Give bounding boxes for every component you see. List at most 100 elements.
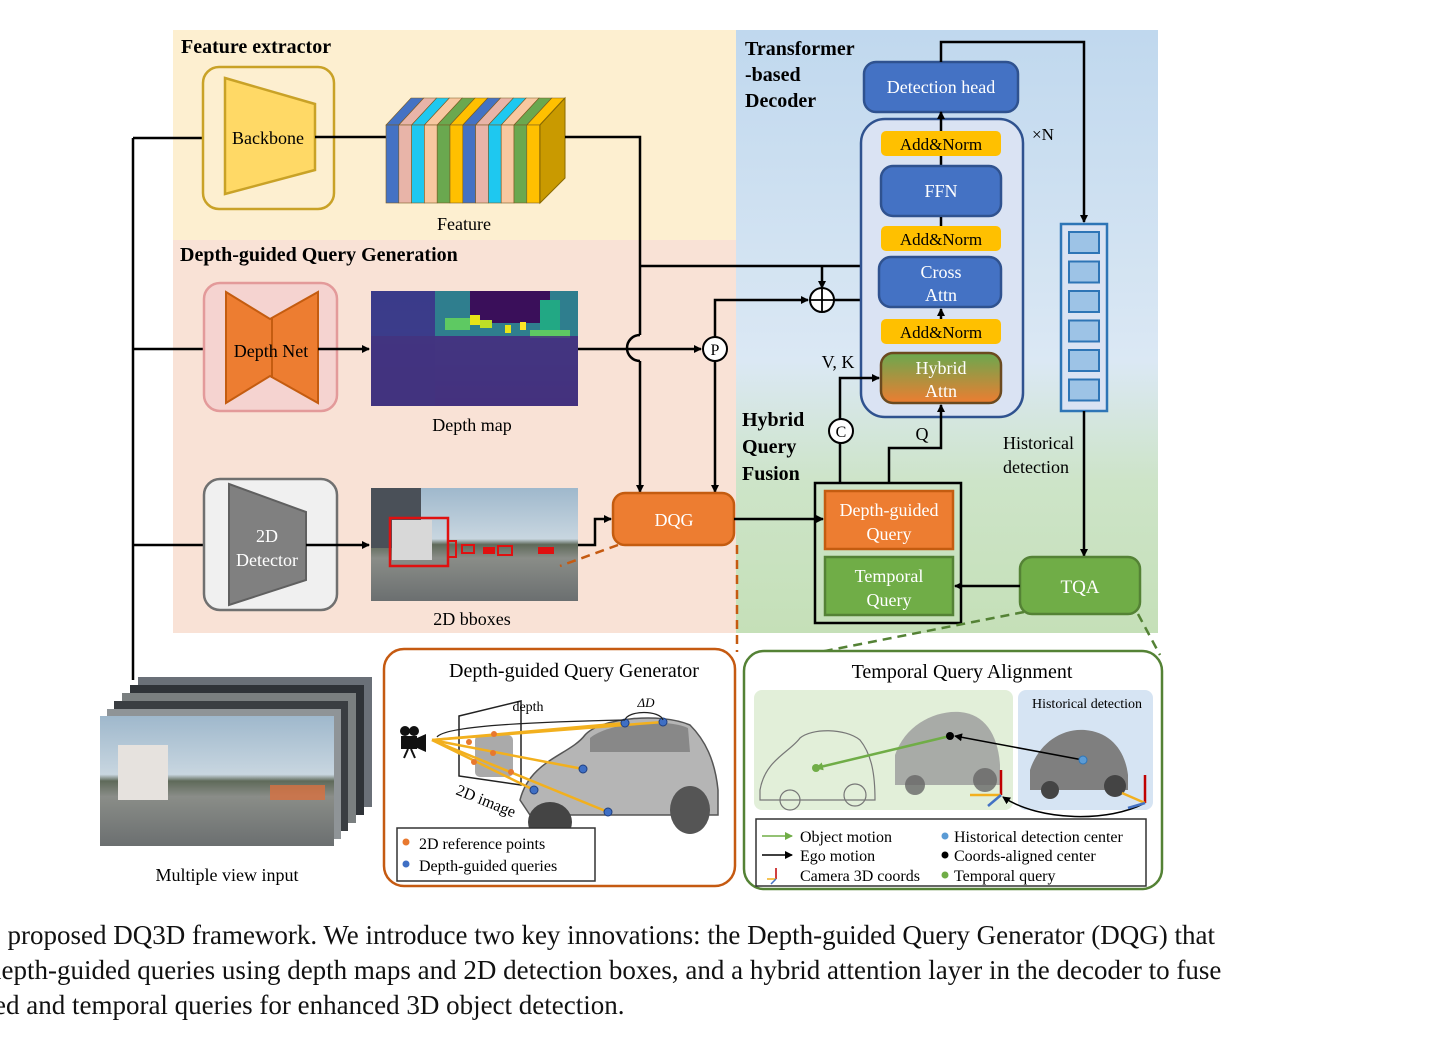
section-title-fusion-1: Hybrid	[742, 409, 804, 431]
p-to-plus-arrow	[713, 296, 809, 337]
multi-view-input-stack	[100, 677, 372, 846]
dqg-label: DQG	[655, 510, 694, 530]
depth-text: depth	[512, 700, 543, 715]
memory-queue-cell	[1068, 319, 1100, 343]
feature-stripe	[385, 124, 400, 204]
tqa-label: TQA	[1060, 577, 1099, 598]
dqg-legend-item-1: 2D reference points	[419, 836, 545, 853]
section-title-decoder-2: -based	[745, 64, 801, 86]
backbone-shape	[223, 76, 317, 196]
camera-axes-current	[970, 770, 1003, 807]
ego-motion-arrow	[1002, 796, 1146, 818]
temporal-query-block	[823, 555, 955, 617]
section-title-decoder-3: Decoder	[745, 90, 816, 112]
depth-net-label: Depth Net	[234, 341, 308, 361]
vk-label: V, K	[822, 352, 855, 372]
feature-stripe	[513, 124, 528, 204]
caption-line-3: ed and temporal queries for enhanced 3D …	[0, 990, 625, 1020]
feature-stripe	[398, 124, 412, 204]
depth-guided-query-points	[529, 717, 668, 817]
historical-detection-label-2: detection	[1003, 457, 1069, 477]
memory-queue-cell	[1068, 260, 1100, 284]
section-title-feature-extractor: Feature extractor	[181, 36, 331, 58]
projection-label: P	[711, 342, 720, 359]
dqg-legend	[396, 827, 596, 882]
cross-attn-label-1: Cross	[920, 262, 961, 282]
feature-stripe	[449, 124, 464, 204]
feature-stripe	[488, 124, 502, 204]
tqa-legend-left-2: Ego motion	[800, 848, 875, 865]
tqa-callout-left	[819, 610, 1025, 654]
feature-stripe	[475, 124, 489, 204]
object-motion-arrow	[815, 734, 951, 771]
bboxes-detail	[371, 488, 554, 568]
car-sketch	[759, 730, 876, 811]
bboxes-to-dqg-arrow	[578, 515, 612, 547]
query-to-hybrid-attn-arrow	[887, 404, 945, 483]
caption-line-1: . proposed DQ3D framework. We introduce …	[0, 920, 1215, 950]
axes-legend-icon	[767, 868, 777, 885]
figure-caption: . proposed DQ3D framework. We introduce …	[0, 918, 1449, 1023]
temporal-query-label-1: Temporal	[855, 566, 924, 586]
tqa-legend	[755, 818, 1147, 887]
feature-stripe	[462, 124, 476, 204]
depth-map-detail	[371, 291, 578, 406]
historical-box-label: Historical detection	[1032, 697, 1142, 712]
depth-guided-query-label-1: Depth-guided	[840, 500, 939, 520]
cross-attn-block	[877, 255, 1003, 309]
concat-label: C	[836, 424, 847, 441]
coords-aligned-center-point	[946, 732, 954, 740]
delta-text: ΔD	[636, 695, 655, 710]
aligned-center-legend-icon	[941, 851, 949, 859]
reference-points	[466, 731, 514, 775]
memory-queue-cell	[1068, 231, 1100, 254]
car-aligned	[895, 711, 1000, 795]
tqa-callout-right	[1136, 613, 1162, 656]
memory-queue-cell	[1068, 378, 1100, 402]
temporal-query-label-2: Query	[867, 590, 912, 610]
memory-queue-cells	[1068, 231, 1100, 402]
dqg-legend-item-2: Depth-guided queries	[419, 858, 557, 875]
tqa-legend-left-3: Camera 3D coords	[800, 868, 920, 885]
detection-head-label: Detection head	[887, 77, 995, 97]
feature-label: Feature	[437, 214, 491, 234]
memory-queue-cell	[1068, 290, 1100, 313]
tqa-legend-left-1: Object motion	[800, 829, 892, 846]
section-title-decoder-1: Transformer	[745, 38, 855, 60]
dqg-callout-left	[559, 543, 619, 568]
hybrid-attn-label-2: Attn	[925, 381, 957, 401]
add-norm-2	[881, 226, 1001, 251]
projection-rays	[431, 720, 664, 814]
feature-route-line	[565, 135, 642, 335]
ffn-label: FFN	[924, 181, 957, 201]
hybrid-attn-label-1: Hybrid	[916, 358, 967, 378]
tqa-legend-right-2: Coords-aligned center	[954, 848, 1096, 865]
section-title-fusion-2: Query	[742, 436, 796, 458]
add-norm-3	[881, 319, 1001, 344]
tqa-legend-right-3: Temporal query	[954, 868, 1056, 885]
head-to-memory-arrow	[939, 40, 1088, 223]
tqa-detail-title: Temporal Query Alignment	[852, 661, 1073, 683]
feature-stripe	[411, 124, 425, 204]
delta-brace	[624, 711, 664, 721]
add-norm-1	[881, 131, 1001, 156]
detector-shape	[228, 482, 307, 607]
historical-detection-label-1: Historical	[1003, 433, 1074, 453]
section-title-fusion-3: Fusion	[742, 463, 800, 485]
camera-icon	[400, 726, 426, 759]
concat-to-hybrid-attn-arrow	[838, 374, 880, 419]
temporal-query-legend-icon	[941, 871, 949, 879]
depth-brace	[436, 719, 626, 738]
tqa-legend-right-1: Historical detection center	[954, 829, 1123, 846]
memory-queue-cell	[1068, 349, 1100, 372]
add-norm-3-label: Add&Norm	[900, 323, 982, 342]
feature-stripe	[526, 124, 540, 204]
multi-view-label: Multiple view input	[156, 865, 299, 885]
cross-attn-label-2: Attn	[925, 285, 957, 305]
camera-axes-historical	[1121, 775, 1147, 810]
temporal-query-point	[812, 764, 820, 772]
historical-center-legend-icon	[941, 832, 949, 840]
add-norm-2-label: Add&Norm	[900, 230, 982, 249]
caption-line-2: lepth-guided queries using depth maps an…	[0, 955, 1222, 985]
